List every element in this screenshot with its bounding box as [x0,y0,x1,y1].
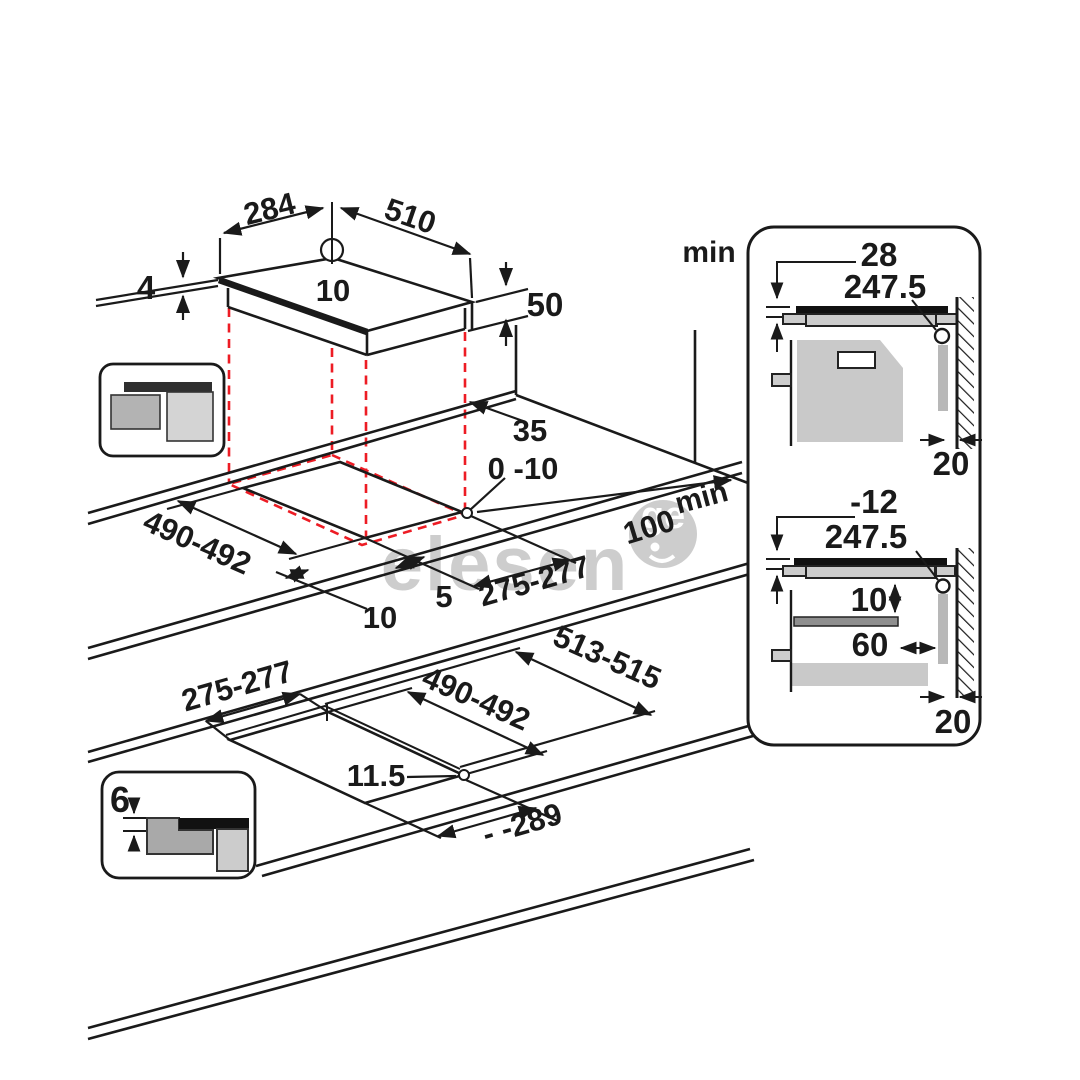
dim-100-min: min [672,475,732,521]
watermark-logo-text: ge [641,495,685,537]
section-above-oven: 28 247.5 20 [766,236,982,482]
dim-513-515: 513-515 [548,618,666,696]
section1-glass [796,306,948,314]
section2-left-bracket [782,565,807,577]
inset-surface-mount [98,362,226,458]
section1-spacer-bar [938,345,948,411]
section2-outlet-circle [935,578,951,594]
cutout-corner-circle [461,507,473,519]
dim-20-bottom: 20 [935,703,972,740]
section1-left-bracket [782,313,807,325]
section-above-drawer: -12 247.5 10 60 20 [766,483,982,740]
inset1-glass-bar [124,382,212,392]
dim-247-5-bottom: 247.5 [825,518,908,555]
dim-35: 35 [513,413,547,448]
dim-284: 284 [240,185,299,232]
bottom-view-dimensions [204,646,656,839]
top-view-labels: 284 510 10 4 50 [137,185,564,323]
middle-view-dimensions [166,400,733,611]
dim-490-492-mid: 490-492 [138,503,256,581]
top-view-dimensions [95,205,529,346]
inset-flush-mount: 6 [100,770,257,880]
dim-5-overlap: 5 [435,579,452,614]
section1-outlet-circle [933,327,951,345]
section2-wall-hatch [958,548,974,698]
watermark-logo-circle [629,500,697,568]
panel-min-label: min [682,236,735,269]
dim-4: 4 [137,269,156,306]
section2-glass [794,558,947,566]
section1-oven-vent [837,351,876,369]
section2-spacer-bar [938,594,948,664]
section1-tab [771,373,792,387]
dim-0-10: 0 -10 [488,451,559,486]
dim-10-overlap: 10 [363,600,397,635]
section2-right-bracket [935,565,956,577]
inset2-hob-body [216,828,249,872]
inset1-worktop-block [110,394,161,430]
dim-50: 50 [527,286,564,323]
section1-wall-hatch [958,297,974,449]
dim-6: 6 [110,779,130,820]
recess-corner-circle [458,769,470,781]
section1-right-bracket [935,313,958,325]
dim-11-5: 11.5 [347,758,406,793]
watermark-dot [650,542,660,552]
dim-60: 60 [852,626,889,663]
section2-tab [771,649,792,662]
dim-28: 28 [861,236,898,273]
middle-view-worktop [87,325,749,661]
side-section-panel: 28 247.5 20 [746,225,982,747]
dim-minus-12: -12 [850,483,898,520]
dim-510: 510 [380,191,440,241]
top-view-hob [212,202,477,357]
section1-oven [797,340,903,442]
section1-hob-body [805,313,938,327]
section2-shelf [793,616,899,627]
watermark-smile [648,554,676,563]
dim-10-shelf: 10 [851,581,888,618]
section2-hob-body [805,565,936,579]
dim-247-5-top: 247.5 [844,268,927,305]
dim-490-492-bottom: 490-492 [417,659,535,737]
inset1-hob-body [166,391,214,442]
dim-20-top: 20 [933,445,970,482]
section2-cabinet [792,663,928,686]
inset2-glass-bar [179,818,249,829]
dim-10-outlet: 10 [316,273,350,308]
